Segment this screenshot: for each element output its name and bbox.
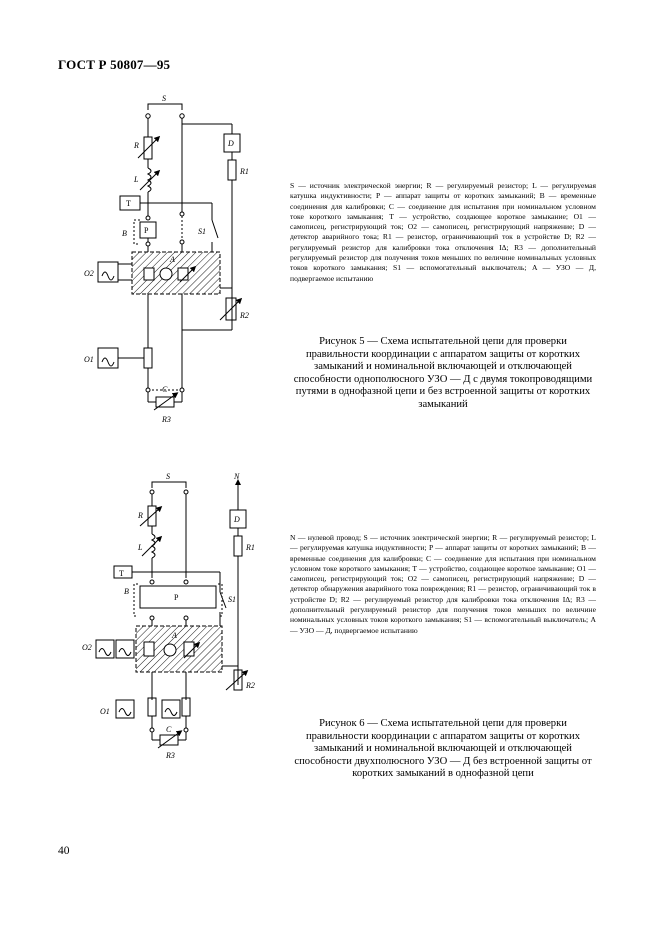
figure-6-caption: Рисунок 6 — Схема испытательной цепи для… bbox=[294, 718, 592, 780]
label-S1: S1 bbox=[198, 227, 206, 236]
label-R: R bbox=[137, 511, 143, 520]
recorder-O1 bbox=[97, 347, 119, 369]
label-A: A bbox=[169, 255, 175, 264]
page-number: 40 bbox=[58, 845, 70, 857]
figure-6-legend: N — нулевой провод; S — источник электри… bbox=[290, 533, 596, 635]
label-O1: O1 bbox=[100, 707, 110, 716]
resistor-R3 bbox=[155, 396, 175, 408]
label-A: A bbox=[171, 631, 177, 640]
recorder-O1-a bbox=[115, 699, 135, 719]
label-R3: R3 bbox=[165, 751, 175, 760]
label-S: S bbox=[166, 472, 170, 481]
figure-5-legend: S — источник электрической энергии; R — … bbox=[290, 181, 596, 283]
label-T: T bbox=[126, 199, 131, 208]
label-B: B bbox=[122, 229, 127, 238]
resistor-R3 bbox=[159, 734, 179, 746]
figure-6-schematic: S N R L T P B D R1 S1 O2 O1 A R2 C R3 bbox=[82, 472, 255, 760]
resistor-R1 bbox=[227, 159, 237, 181]
label-P: P bbox=[174, 593, 179, 602]
inductor-L bbox=[146, 167, 152, 193]
label-P: P bbox=[144, 226, 149, 235]
recorder-O2-b bbox=[115, 639, 135, 659]
label-R2: R2 bbox=[239, 311, 249, 320]
document-header: ГОСТ Р 50807—95 bbox=[58, 57, 171, 72]
recorder-O1-b bbox=[161, 699, 181, 719]
label-T: T bbox=[119, 569, 124, 578]
device-P bbox=[139, 585, 217, 609]
label-R1: R1 bbox=[245, 543, 255, 552]
label-R1: R1 bbox=[239, 167, 249, 176]
label-R2: R2 bbox=[245, 681, 255, 690]
rcd-core bbox=[159, 267, 173, 281]
label-L: L bbox=[137, 543, 143, 552]
shunt bbox=[143, 347, 153, 369]
label-N: N bbox=[233, 472, 240, 481]
label-O2: O2 bbox=[82, 643, 92, 652]
label-D: D bbox=[227, 139, 234, 148]
label-R3: R3 bbox=[161, 415, 171, 424]
recorder-O2-a bbox=[95, 639, 115, 659]
label-D: D bbox=[233, 515, 240, 524]
resistor-R2 bbox=[233, 669, 243, 691]
label-S: S bbox=[162, 94, 166, 103]
resistor-R1 bbox=[233, 535, 243, 557]
label-O2: O2 bbox=[84, 269, 94, 278]
figure-5-caption: Рисунок 5 — Схема испытательной цепи для… bbox=[293, 336, 593, 410]
figure-5-schematic: S R L T P B D R1 S1 O2 O1 A R2 C R3 bbox=[84, 94, 249, 424]
label-B: B bbox=[124, 587, 129, 596]
label-R: R bbox=[133, 141, 139, 150]
label-L: L bbox=[133, 175, 139, 184]
label-S1: S1 bbox=[228, 595, 236, 604]
label-O1: O1 bbox=[84, 355, 94, 364]
label-C: C bbox=[166, 725, 172, 734]
label-C: C bbox=[162, 385, 168, 394]
resistor-R2 bbox=[225, 297, 237, 321]
recorder-O2 bbox=[97, 261, 119, 283]
